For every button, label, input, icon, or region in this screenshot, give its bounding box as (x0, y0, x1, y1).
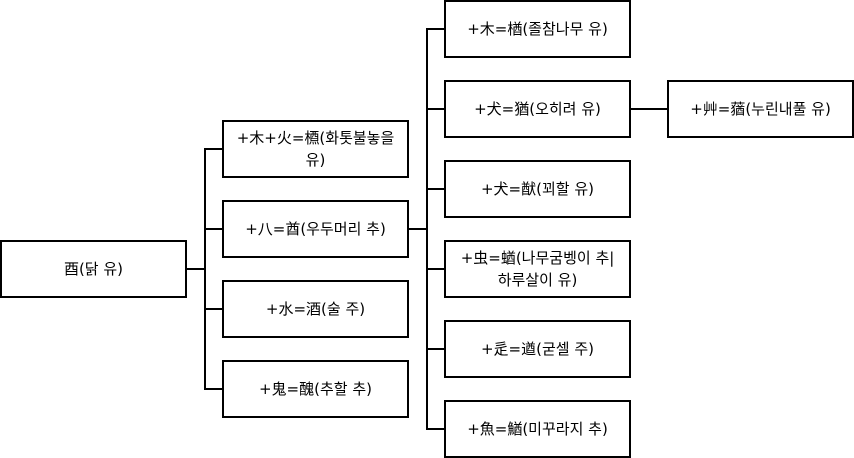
level2-node: +辵=遒(굳셀 주) (444, 320, 631, 378)
connector-line (204, 388, 223, 390)
level2-node: +虫=蝤(나무굼벵이 추|하루살이 유) (444, 240, 631, 298)
connector-line (426, 28, 428, 429)
level2-node: +魚=鰌(미꾸라지 추) (444, 400, 631, 458)
level1-node: +水=酒(술 주) (222, 280, 409, 338)
level1-node: +八=酋(우두머리 추) (222, 200, 409, 258)
level3-node: +艸=蕕(누린내풀 유) (667, 80, 854, 138)
connector-line (426, 28, 445, 30)
connector-line (204, 148, 223, 150)
root-node: 酉(닭 유) (0, 240, 187, 298)
connector-line (630, 108, 668, 110)
connector-line (204, 228, 223, 230)
level2-node: +木=楢(졸참나무 유) (444, 0, 631, 58)
level1-node: +木+火=槱(화톳불놓을 유) (222, 120, 409, 178)
connector-line (204, 148, 206, 389)
connector-line (408, 228, 428, 230)
connector-line (426, 188, 445, 190)
level2-node: +犬=猷(꾀할 유) (444, 160, 631, 218)
connector-line (426, 428, 445, 430)
connector-line (426, 348, 445, 350)
connector-line (426, 108, 445, 110)
level2-node: +犬=猶(오히려 유) (444, 80, 631, 138)
connector-line (426, 268, 445, 270)
connector-line (204, 308, 223, 310)
connector-line (186, 268, 206, 270)
level1-node: +鬼=醜(추할 추) (222, 360, 409, 418)
